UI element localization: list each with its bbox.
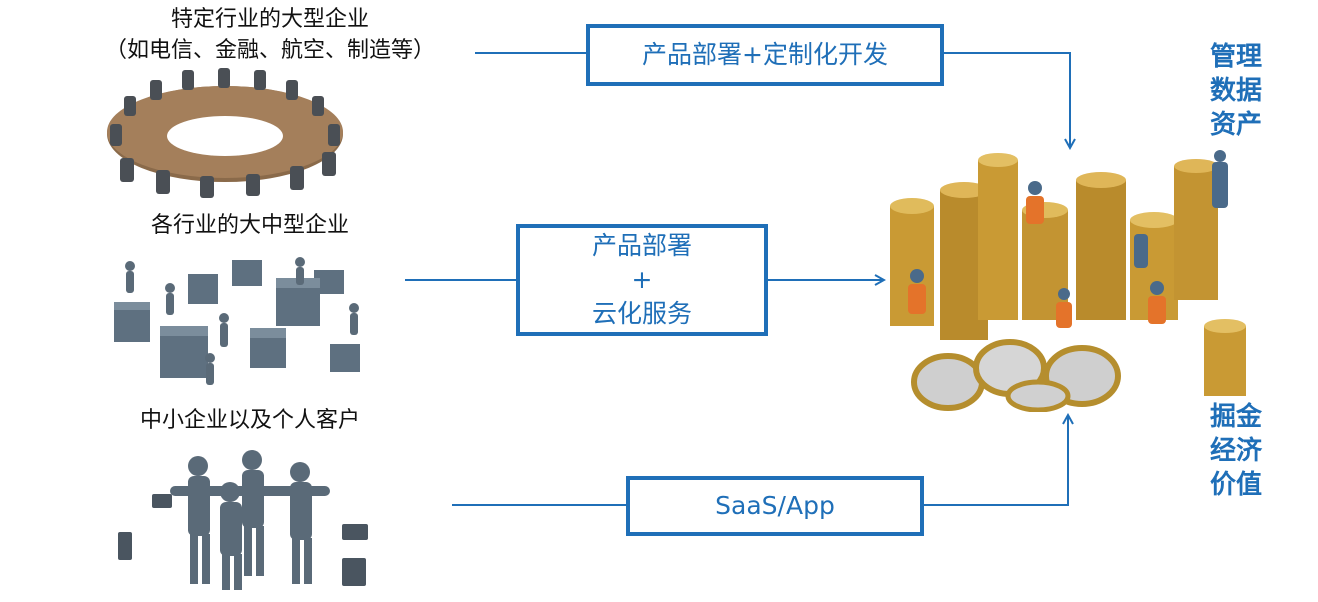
team-circle-icon: [118, 450, 368, 590]
value-label-line: 经济: [1209, 436, 1262, 466]
value-label-line: 管理: [1209, 42, 1262, 72]
offering-box-tier-1: 产品部署+定制化开发: [586, 24, 944, 86]
gold-coins-workers-icon: [890, 150, 1246, 412]
value-label-top: 管理 数据 资产: [1206, 40, 1266, 142]
offering-line: 产品部署: [591, 231, 692, 260]
tier-3-title: 中小企业以及个人客户: [139, 408, 360, 433]
offering-box-tier-3: SaaS/App: [626, 476, 924, 536]
tier-2-title: 各行业的大中型企业: [150, 213, 349, 238]
value-label-line: 数据: [1209, 76, 1262, 106]
value-label-line: 价值: [1209, 470, 1262, 500]
figures-with-cubes-icon: [114, 257, 360, 385]
arrow-tier-1: [475, 52, 1070, 148]
tier-1-subtitle: （如电信、金融、航空、制造等）: [104, 38, 435, 63]
tier-1-title: 特定行业的大型企业: [170, 7, 369, 32]
offering-line: SaaS/App: [715, 491, 835, 520]
value-label-bottom: 掘金 经济 价值: [1206, 400, 1266, 502]
arrow-tier-3: [452, 415, 1068, 506]
offering-line: 产品部署+定制化开发: [642, 40, 888, 69]
offering-box-tier-2: 产品部署 + 云化服务: [516, 224, 768, 336]
value-label-line: 资产: [1209, 110, 1262, 140]
offering-line: 云化服务: [591, 299, 692, 328]
conference-table-icon: [107, 68, 343, 198]
value-label-line: 掘金: [1209, 402, 1262, 432]
offering-line: +: [631, 265, 653, 294]
